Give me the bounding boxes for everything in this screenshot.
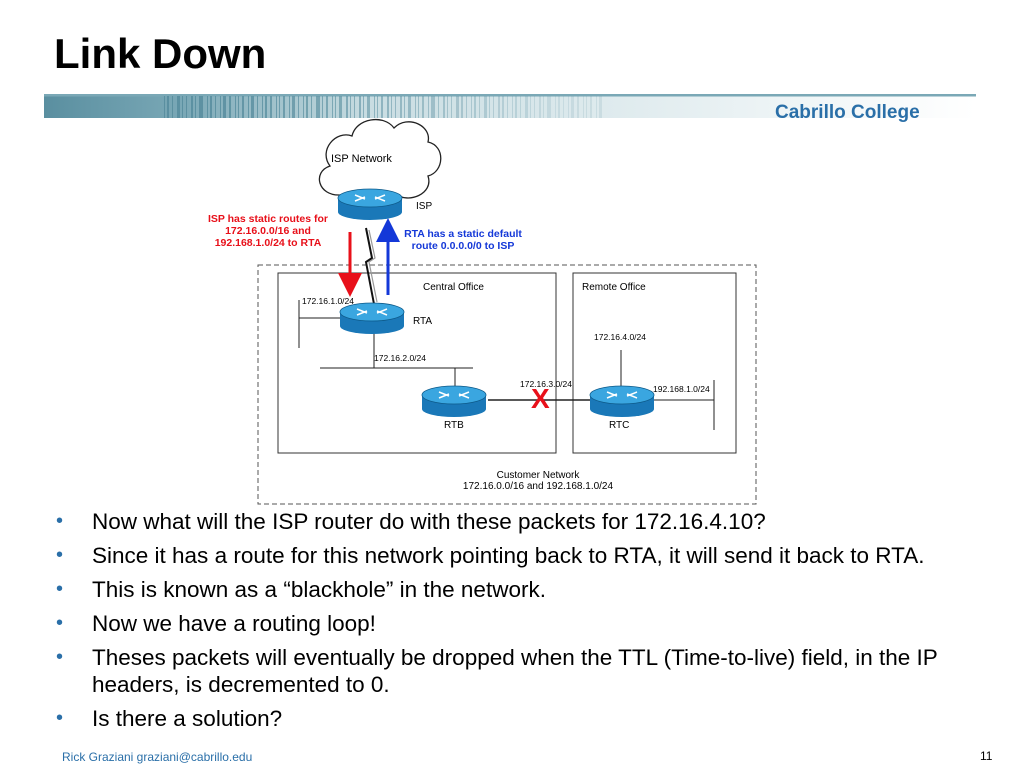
bullet-item: •Since it has a route for this network p…	[56, 543, 925, 568]
bullet-icon: •	[56, 612, 64, 634]
isp-static-routes-note: ISP has static routes for 172.16.0.0/16 …	[207, 213, 328, 249]
bullet-item: •This is known as a “blackhole” in the n…	[56, 577, 546, 602]
bullet-icon: •	[56, 510, 64, 532]
bullet-icon: •	[56, 544, 64, 566]
router-rta-icon	[339, 302, 405, 334]
isp-rta-serial-link	[364, 227, 375, 305]
remote-office-box	[572, 272, 737, 454]
central-office-box	[277, 272, 557, 454]
rta-default-route-note: RTA has a static default route 0.0.0.0/0…	[404, 228, 522, 252]
bullet-icon: •	[56, 578, 64, 600]
bullet-icon: •	[56, 707, 64, 729]
network-172-16-4-label: 172.16.4.0/24	[594, 332, 646, 342]
link-down-x-mark: X	[531, 383, 550, 414]
footer-author: Rick Graziani graziani@cabrillo.edu	[62, 750, 253, 764]
customer-network-label: Customer Network 172.16.0.0/16 and 192.1…	[462, 470, 614, 492]
network-172-16-2-label: 172.16.2.0/24	[374, 353, 426, 363]
router-rtc-icon	[589, 385, 655, 417]
college-logo-text: Cabrillo College	[775, 102, 920, 123]
bullet-list: •Now what will the ISP router do with th…	[56, 508, 986, 739]
remote-office-label: Remote Office	[582, 282, 646, 293]
network-172-16-3-label: 172.16.3.0/24	[520, 379, 572, 389]
rtb-router-label: RTB	[444, 420, 464, 431]
router-isp-icon	[337, 188, 403, 220]
bullet-item: •Now we have a routing loop!	[56, 611, 376, 636]
page-number: 11	[980, 749, 993, 763]
isp-router-label: ISP	[416, 201, 433, 212]
network-172-16-1-label: 172.16.1.0/24	[302, 296, 354, 306]
bullet-icon: •	[56, 646, 64, 668]
header-banner	[44, 94, 976, 118]
central-office-label: Central Office	[423, 282, 484, 293]
router-rtb-icon	[421, 385, 487, 417]
rtc-router-label: RTC	[609, 420, 630, 431]
rta-router-label: RTA	[413, 316, 433, 327]
bullet-item: •Theses packets will eventually be dropp…	[56, 645, 938, 697]
isp-network-label: ISP Network	[331, 153, 392, 165]
customer-network-boundary	[257, 264, 757, 505]
bullet-item: •Now what will the ISP router do with th…	[56, 509, 766, 534]
slide-title: Link Down	[54, 30, 267, 77]
bullet-item: •Is there a solution?	[56, 706, 283, 731]
network-192-168-1-label: 192.168.1.0/24	[653, 384, 710, 394]
